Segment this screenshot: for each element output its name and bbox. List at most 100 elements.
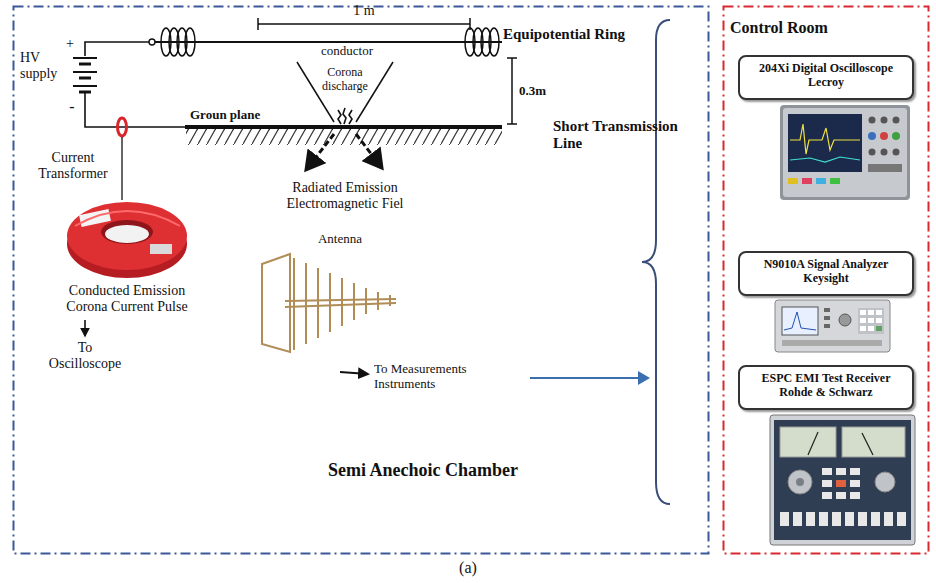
- antenna-picture: [353, 283, 355, 320]
- conductor-line: [185, 28, 195, 56]
- hv-circuit: [79, 63, 91, 66]
- signal-label: To Oscilloscope: [43, 340, 127, 372]
- antenna-picture: [365, 288, 367, 314]
- antenna-picture: [329, 273, 331, 332]
- emi-receiver-photo: [822, 492, 832, 499]
- hv-circuit: [85, 92, 186, 127]
- ground-plane: [186, 129, 502, 145]
- polarity-sign: +: [64, 36, 76, 52]
- hv-circuit: [73, 85, 97, 87]
- antenna-picture: [377, 292, 379, 310]
- oscilloscope-photo: [802, 178, 812, 184]
- emi-receiver-photo: [836, 468, 846, 475]
- dimension-label: 0.3m: [519, 84, 559, 99]
- hv-circuit: [149, 39, 155, 45]
- signal-analyzer-photo: [876, 318, 882, 323]
- current-transformer-symbol: [118, 118, 127, 200]
- dimension-line: [507, 58, 517, 124]
- emi-receiver-photo: [808, 432, 818, 455]
- part-label: Equipotential Ring: [503, 26, 643, 43]
- signal-analyzer-photo: [876, 326, 882, 331]
- region-border: [14, 7, 709, 554]
- hv-circuit: [73, 71, 97, 73]
- signal-analyzer-photo: [868, 310, 874, 315]
- signal-arrow: [84, 320, 86, 336]
- signal-label: Conducted Emission Corona Current Pulse: [57, 283, 197, 315]
- oscilloscope-photo: [868, 164, 902, 172]
- instrument-box: 204Xi Digital Oscilloscope Lecroy: [738, 55, 914, 100]
- emi-receiver-photo: [850, 468, 860, 475]
- radiated-arrow: [306, 134, 382, 170]
- oscilloscope-photo: [790, 124, 860, 154]
- current-transformer-symbol: [121, 137, 123, 200]
- signal-analyzer-photo: [775, 300, 890, 352]
- antenna-picture: [305, 263, 307, 344]
- antenna-picture: [262, 254, 290, 352]
- box-label: 204Xi Digital Oscilloscope Lecroy: [740, 57, 912, 94]
- conductor-line: [489, 28, 499, 56]
- oscilloscope-photo: [892, 132, 900, 140]
- emi-receiver-photo: [822, 468, 832, 475]
- link-arrow: [530, 378, 648, 379]
- signal-arrow: [340, 372, 368, 374]
- signal-arrow: [340, 372, 368, 374]
- emi-receiver-photo: [832, 512, 841, 526]
- signal-analyzer-photo: [860, 318, 866, 323]
- oscilloscope-photo: [868, 132, 876, 140]
- region-border: [724, 7, 929, 554]
- signal-label: To Measurements Instruments: [374, 362, 486, 392]
- signal-analyzer-photo: [868, 326, 874, 331]
- part-label: Short Transmission Line: [553, 118, 703, 153]
- link-arrow: [530, 377, 648, 379]
- oscilloscope-photo: [830, 178, 840, 184]
- oscilloscope-photo: [780, 105, 910, 200]
- dimension-line: [257, 18, 259, 30]
- emi-receiver-photo: [770, 415, 915, 545]
- part-label: HV supply: [20, 50, 66, 82]
- emi-receiver-photo: [770, 415, 915, 545]
- oscilloscope-photo: [816, 178, 826, 184]
- emi-receiver-photo: [819, 512, 828, 526]
- hv-circuit: [79, 77, 91, 80]
- emi-receiver-photo: [875, 472, 895, 492]
- signal-analyzer-photo: [782, 307, 818, 335]
- signal-analyzer-photo: [860, 326, 866, 331]
- signal-analyzer-photo: [824, 308, 830, 312]
- signal-analyzer-photo: [782, 340, 882, 346]
- region-title: Semi Anechoic Chamber: [328, 460, 518, 481]
- corona-discharge: [343, 108, 346, 124]
- dimension-line: [507, 57, 517, 59]
- corona-discharge: [297, 62, 393, 124]
- signal-analyzer-photo: [858, 308, 884, 334]
- emi-receiver-photo: [842, 427, 905, 457]
- current-transformer-photo: [101, 220, 153, 244]
- current-transformer-symbol: [118, 118, 127, 136]
- ground-plane: [185, 125, 502, 129]
- current-transformer-photo: [150, 244, 172, 254]
- emi-receiver-photo: [780, 512, 789, 526]
- corona-discharge: [338, 110, 341, 124]
- instrument-box: ESPC EMI Test Receiver Rohde & Schwarz: [738, 365, 914, 410]
- antenna-picture: [341, 278, 343, 326]
- current-transformer-photo: [105, 225, 149, 243]
- hv-circuit: [73, 57, 97, 59]
- current-transformer-photo: [75, 211, 180, 226]
- dimension-line: [511, 58, 513, 124]
- emi-receiver-photo: [774, 420, 911, 540]
- oscilloscope-photo: [893, 117, 900, 124]
- hv-circuit: [85, 42, 149, 56]
- emi-receiver-photo: [836, 480, 846, 487]
- oscilloscope-photo: [790, 157, 860, 162]
- dimension-line: [507, 123, 517, 125]
- oscilloscope-photo: [869, 117, 876, 124]
- curly-brace: [642, 20, 670, 504]
- oscilloscope-photo: [780, 105, 910, 200]
- part-label: Corona discharge: [305, 66, 385, 94]
- conductor-line: [155, 41, 502, 43]
- antenna-picture: [293, 258, 295, 350]
- oscilloscope-photo: [783, 108, 907, 197]
- emi-receiver-photo: [836, 492, 846, 499]
- oscilloscope-photo: [881, 117, 888, 124]
- instrument-box: N9010A Signal Analyzer Keysight: [738, 251, 914, 296]
- signal-analyzer-photo: [824, 324, 830, 328]
